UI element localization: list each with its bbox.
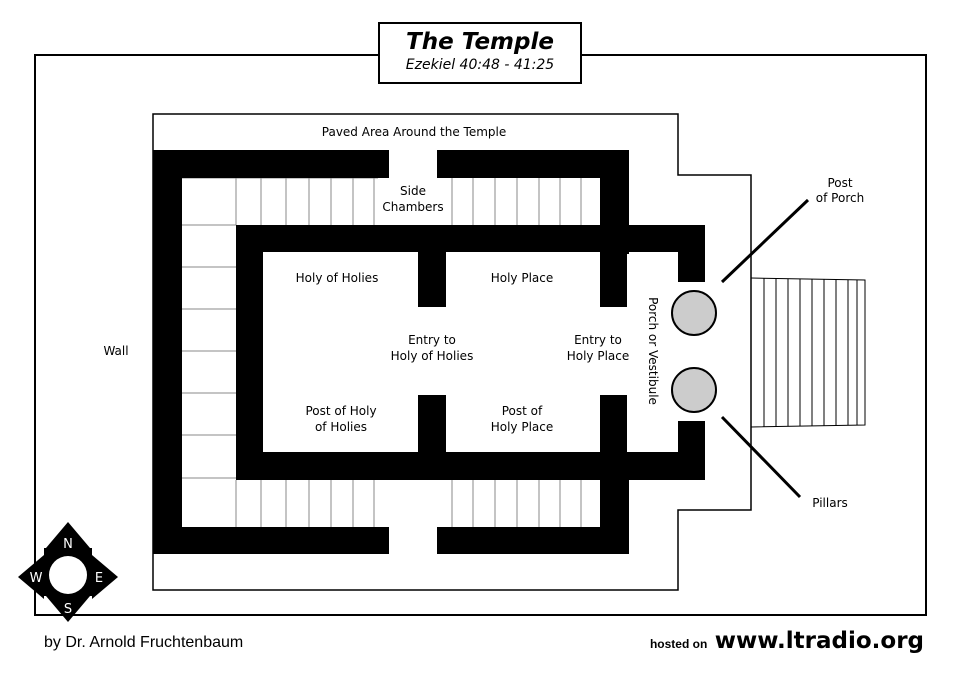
label-entry-hoh-2: Holy of Holies	[391, 349, 474, 363]
label-post-of-porch-2: of Porch	[816, 191, 864, 205]
label-porch: Porch or Vestibule	[646, 297, 660, 405]
side-chamber-lines	[182, 177, 582, 527]
label-holy-of-holies: Holy of Holies	[296, 271, 379, 285]
post-of-porch-leader	[720, 198, 810, 284]
label-post-hoh-1: Post of Holy	[305, 404, 376, 418]
label-wall: Wall	[103, 344, 128, 358]
author-credit: by Dr. Arnold Fruchtenbaum	[44, 634, 244, 651]
pillars-leader	[720, 415, 802, 499]
site-link[interactable]: www.ltradio.org	[714, 628, 924, 654]
label-post-of-porch-1: Post	[827, 176, 852, 190]
inner-wall	[236, 225, 705, 480]
title-box: The Temple Ezekiel 40:48 - 41:25	[378, 22, 582, 84]
compass-e: E	[95, 571, 103, 586]
label-post-hoh-2: of Holies	[315, 420, 367, 434]
label-entry-hoh-1: Entry to	[408, 333, 456, 347]
label-side-chambers-1: Side	[400, 184, 426, 198]
label-pillars: Pillars	[812, 496, 848, 510]
hosted-on: hosted on www.ltradio.org	[650, 628, 924, 654]
label-entry-hp-2: Holy Place	[567, 349, 630, 363]
diagram-subtitle: Ezekiel 40:48 - 41:25	[405, 57, 555, 73]
compass-rose: N S W E	[18, 522, 118, 622]
label-post-hp-1: Post of	[502, 404, 543, 418]
hosted-prefix: hosted on	[649, 637, 708, 651]
compass-n: N	[63, 537, 73, 552]
label-holy-place: Holy Place	[491, 271, 554, 285]
compass-s: S	[64, 602, 72, 617]
outer-wall	[153, 150, 629, 554]
paved-area-outline	[152, 113, 752, 591]
label-post-hp-2: Holy Place	[491, 420, 554, 434]
label-entry-hp-1: Entry to	[574, 333, 622, 347]
pillar-south	[671, 367, 717, 413]
diagram-title: The Temple	[406, 29, 554, 55]
compass-w: W	[30, 571, 43, 586]
pillar-north	[671, 290, 717, 336]
label-side-chambers-2: Chambers	[382, 200, 443, 214]
label-paved-area: Paved Area Around the Temple	[322, 125, 506, 139]
steps	[750, 277, 866, 428]
